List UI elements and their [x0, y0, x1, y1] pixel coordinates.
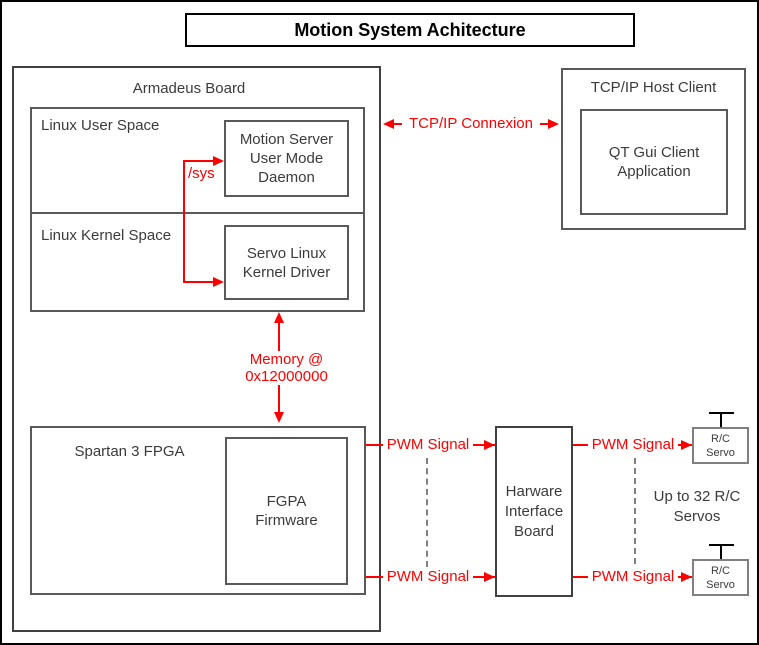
- arrowhead-right-icon: [548, 119, 559, 129]
- sys-connector-top-line: [183, 160, 214, 162]
- arrowhead-right-icon: [681, 440, 692, 450]
- qt-gui-client-box: QT Gui Client Application: [580, 109, 728, 215]
- arrowhead-down-icon: [274, 412, 284, 423]
- tcpip-connexion-label: TCP/IP Connexion: [402, 116, 540, 132]
- arrowhead-right-icon: [213, 277, 224, 287]
- servo-kernel-driver-label: Servo Linux Kernel Driver: [242, 244, 331, 281]
- arrowhead-left-icon: [383, 119, 394, 129]
- pwm-left-top-label: PWM Signal: [383, 437, 473, 453]
- rc-servo-bottom-label: R/C Servo: [706, 564, 735, 591]
- hardware-interface-board-label: Harware Interface Board: [504, 482, 564, 540]
- armadeus-board-label: Armadeus Board: [132, 80, 246, 97]
- sys-connector-vline: [183, 160, 185, 283]
- servos-count-annotation: Up to 32 R/C Servos: [653, 488, 741, 525]
- arrowhead-right-icon: [484, 440, 495, 450]
- tcpip-host-client-label: TCP/IP Host Client: [590, 79, 717, 96]
- arrowhead-right-icon: [681, 572, 692, 582]
- dashed-continuation-line-left: [426, 458, 428, 567]
- hardware-interface-board-box: Harware Interface Board: [495, 426, 573, 597]
- memory-map-label: Memory @ 0x12000000: [234, 351, 339, 385]
- servo-horn-stem-icon: [720, 413, 722, 427]
- arrowhead-right-icon: [213, 156, 224, 166]
- rc-servo-top-box: R/C Servo: [692, 427, 749, 464]
- arrowhead-up-icon: [274, 312, 284, 323]
- diagram-title-box: Motion System Achitecture: [185, 13, 635, 47]
- rc-servo-top-label: R/C Servo: [706, 432, 735, 459]
- servo-horn-stem-icon: [720, 545, 722, 559]
- qt-gui-client-label: QT Gui Client Application: [608, 144, 700, 180]
- linux-user-space-label: Linux User Space: [41, 117, 160, 134]
- rc-servo-bottom-box: R/C Servo: [692, 559, 749, 596]
- pwm-left-bottom-label: PWM Signal: [383, 569, 473, 585]
- motion-server-daemon-box: Motion Server User Mode Daemon: [224, 120, 349, 197]
- sys-connector-bottom-line: [183, 281, 214, 283]
- diagram-title: Motion System Achitecture: [294, 19, 526, 40]
- motion-server-daemon-label: Motion Server User Mode Daemon: [239, 131, 334, 186]
- pwm-right-top-label: PWM Signal: [588, 437, 678, 453]
- arrowhead-right-icon: [484, 572, 495, 582]
- sys-label: /sys: [188, 165, 215, 182]
- fpga-firmware-label: FGPA Firmware: [255, 493, 318, 529]
- fpga-firmware-box: FGPA Firmware: [225, 437, 348, 585]
- pwm-right-bottom-label: PWM Signal: [588, 569, 678, 585]
- linux-kernel-space-label: Linux Kernel Space: [41, 227, 172, 244]
- dashed-continuation-line-right: [634, 458, 636, 564]
- servo-kernel-driver-box: Servo Linux Kernel Driver: [224, 225, 349, 300]
- spartan3-fpga-label: Spartan 3 FPGA: [74, 443, 185, 460]
